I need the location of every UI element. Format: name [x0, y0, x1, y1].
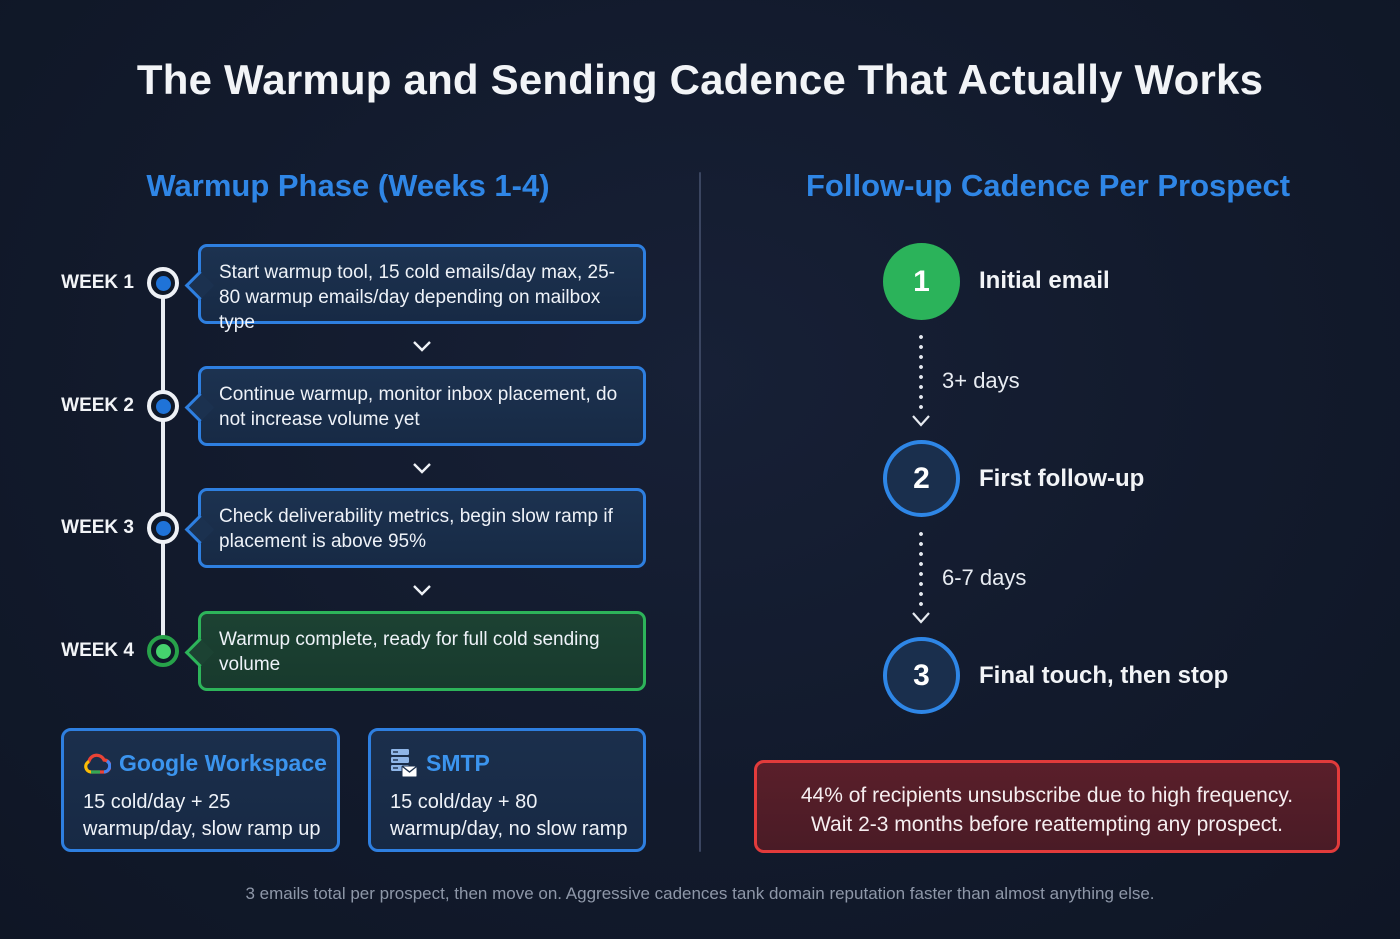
google-cloud-icon — [84, 753, 111, 774]
week-2-label: WEEK 2 — [61, 395, 134, 416]
unsubscribe-warning: 44% of recipients unsubscribe due to hig… — [754, 760, 1340, 853]
provider-name: SMTP — [426, 749, 490, 776]
week-4-node-icon — [147, 635, 179, 667]
step-1-label: Initial email — [979, 267, 1110, 294]
chevron-down-icon — [413, 463, 431, 474]
week-1-text: Start warmup tool, 15 cold emails/day ma… — [219, 262, 616, 333]
page-title: The Warmup and Sending Cadence That Actu… — [136, 56, 1264, 103]
chevron-down-icon — [413, 341, 431, 352]
chevron-down-icon — [912, 612, 930, 624]
timeline-line — [161, 283, 165, 651]
week-3-node-icon — [147, 512, 179, 544]
week-1-label: WEEK 1 — [61, 272, 134, 293]
chevron-down-icon — [413, 585, 431, 596]
smtp-server-mail-icon — [391, 749, 418, 778]
step-3-badge: 3 — [883, 637, 960, 714]
step-1-badge: 1 — [883, 243, 960, 320]
week-4-text: Warmup complete, ready for full cold sen… — [219, 629, 600, 675]
cadence-heading: Follow-up Cadence Per Prospect — [805, 168, 1291, 203]
gap-1-label: 3+ days — [942, 368, 1020, 393]
provider-line-2: warmup/day, slow ramp up — [83, 818, 321, 840]
week-1-node-icon — [147, 267, 179, 299]
step-3-label: Final touch, then stop — [979, 662, 1229, 689]
footer-note: 3 emails total per prospect, then move o… — [245, 884, 1155, 903]
week-3-card: Check deliverability metrics, begin slow… — [198, 488, 646, 568]
week-4-label: WEEK 4 — [61, 640, 134, 661]
chevron-down-icon — [912, 415, 930, 427]
week-3-text: Check deliverability metrics, begin slow… — [219, 506, 613, 552]
step-2-badge: 2 — [883, 440, 960, 517]
dotted-connector — [919, 529, 923, 607]
warning-line-2: Wait 2-3 months before reattempting any … — [811, 813, 1283, 836]
week-3-label: WEEK 3 — [61, 517, 134, 538]
smtp-card: SMTP 15 cold/day + 80 warmup/day, no slo… — [368, 728, 646, 852]
provider-line-1: 15 cold/day + 25 — [83, 791, 231, 813]
google-workspace-card: Google Workspace 15 cold/day + 25 warmup… — [61, 728, 340, 852]
step-2-label: First follow-up — [979, 465, 1145, 492]
week-2-card: Continue warmup, monitor inbox placement… — [198, 366, 646, 446]
provider-line-2: warmup/day, no slow ramp — [390, 818, 628, 840]
gap-2-label: 6-7 days — [942, 565, 1027, 590]
warning-line-1: 44% of recipients unsubscribe due to hig… — [800, 784, 1294, 807]
provider-line-1: 15 cold/day + 80 — [390, 791, 538, 813]
column-divider — [699, 172, 701, 852]
week-2-node-icon — [147, 390, 179, 422]
warmup-heading: Warmup Phase (Weeks 1-4) — [146, 168, 550, 203]
provider-name: Google Workspace — [119, 749, 327, 776]
week-2-text: Continue warmup, monitor inbox placement… — [219, 384, 618, 430]
week-1-card: Start warmup tool, 15 cold emails/day ma… — [198, 244, 646, 333]
week-4-card: Warmup complete, ready for full cold sen… — [198, 611, 646, 691]
dotted-connector — [919, 332, 923, 410]
